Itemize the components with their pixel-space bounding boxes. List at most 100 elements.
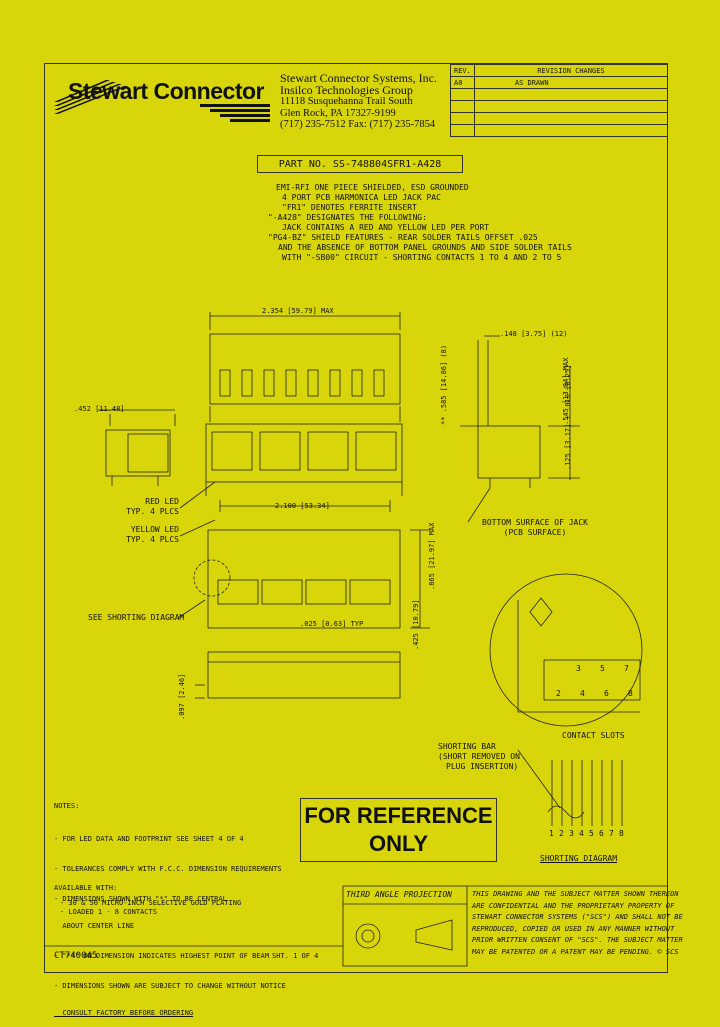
company-block: Stewart Connector Systems, Inc. Insilco …: [280, 71, 437, 131]
revision-row: A0 AS DRAWN: [450, 76, 669, 89]
note-item: - "**" ON DIMENSION INDICATES HIGHEST PO…: [54, 952, 269, 960]
dim-right-top: .148 [3.75] (12): [500, 330, 568, 338]
bottom-view: [193, 529, 430, 629]
note-item: ABOUT CENTER LINE: [54, 922, 135, 930]
drawing-number: CT740045: [54, 951, 98, 961]
description-line: "FR1" DENOTES FERRITE INSERT: [282, 203, 417, 212]
company-street: 11118 Susquehanna Trail South: [280, 96, 413, 107]
pin-number: 7: [609, 829, 614, 838]
contact-slots-label: CONTACT SLOTS: [562, 731, 625, 740]
shorting-bar-note2: PLUG INSERTION): [446, 762, 519, 771]
pin-number: 5: [589, 829, 594, 838]
available-block: AVAILABLE WITH: - 30 & 50 MICRO-INCH SEL…: [54, 884, 241, 917]
slot-number: 3: [576, 664, 581, 673]
confidential-line: STEWART CONNECTOR SYSTEMS ("SCS") AND SH…: [472, 913, 683, 921]
notes-title: NOTES:: [54, 802, 80, 810]
bottom-surface-sub: (PCB SURFACE): [503, 528, 567, 537]
dim-depth-max: .865 [21.97] MAX: [428, 522, 436, 590]
company-name: Stewart Connector Systems, Inc.: [280, 71, 437, 85]
note-item: - FOR LED DATA AND FOOTPRINT SEE SHEET 4…: [54, 835, 244, 843]
rear-view: [195, 651, 401, 699]
available-item: - 30 & 50 MICRO-INCH SELECTIVE GOLD PLAT…: [60, 899, 242, 907]
sheet-number: SHT. 1 OF 4: [272, 952, 319, 960]
contact-slots-detail: [489, 573, 643, 727]
slot-number: 8: [628, 689, 633, 698]
confidential-line: MAY BE PATENTED OR A PATENT MAY BE PENDI…: [472, 947, 679, 956]
company-city: Glen Rock, PA 17327-9199: [280, 107, 396, 119]
pin-number: 6: [599, 829, 604, 838]
shorting-diagram-lines: [517, 749, 623, 826]
logo: Stewart Connector: [50, 76, 278, 126]
note-item: - DIMENSIONS SHOWN WITH "*" TO BE CENTRA…: [54, 895, 227, 903]
description-line: "PG4-BZ" SHIELD FEATURES - REAR SOLDER T…: [268, 233, 538, 242]
top-view: [209, 312, 401, 405]
reference-line: FOR REFERENCE: [304, 803, 493, 828]
yellow-led-callout: YELLOW LED TYP. 4 PLCS: [126, 525, 179, 545]
front-view: [205, 406, 403, 512]
pin-number: 8: [619, 829, 624, 838]
red-led-callout: RED LED TYP. 4 PLCS: [126, 497, 179, 517]
slot-number: 5: [600, 664, 605, 673]
confidential-line: REPRODUCED, COPIED OR USED IN ANY MANNER…: [472, 924, 675, 933]
available-item: - LOADED 1 - 8 CONTACTS: [60, 908, 157, 916]
red-led-qty: TYP. 4 PLCS: [126, 507, 179, 516]
company-group: Insilco Technologies Group: [280, 82, 413, 97]
reference-stamp: FOR REFERENCE ONLY: [300, 798, 497, 862]
revision-row: [450, 112, 669, 125]
see-shorting-callout: SEE SHORTING DIAGRAM: [88, 613, 185, 622]
description-line: JACK CONTAINS A RED AND YELLOW LED PER P…: [282, 223, 490, 232]
contact-tab: [351, 369, 363, 397]
slot-number: 2: [556, 689, 561, 698]
dim-depth2: .425 [10.79]: [412, 599, 420, 650]
right-side-view: [460, 335, 580, 488]
revision-table: REV. REVISION CHANGES A0 AS DRAWN: [450, 64, 669, 137]
note-item: - TOLERANCES COMPLY WITH F.C.C. DIMENSIO…: [54, 865, 282, 873]
shorting-bar-label: SHORTING BAR: [438, 742, 496, 751]
confidential-line: PRIOR WRITTEN CONSENT OF "SCS". THE SUBJ…: [472, 936, 683, 944]
contact-tab: [373, 369, 385, 397]
dim-right-h3: .125 [3.17] ± .010 [0.25]: [564, 364, 572, 470]
part-number: PART NO. SS-748804SFR1-A428: [257, 155, 463, 173]
revision-header-row: REV. REVISION CHANGES: [450, 64, 669, 77]
company-phone: (717) 235-7512 Fax: (717) 235-7854: [280, 119, 436, 130]
dim-tail-pitch: .025 [0.63] TYP: [300, 620, 364, 628]
confidential-line: ARE CONFIDENTIAL AND THE PROPRIETARY PRO…: [472, 901, 675, 910]
contact-tab: [329, 369, 341, 397]
yellow-led-label: YELLOW LED: [130, 525, 179, 534]
logo-text: Stewart Connector: [68, 78, 264, 104]
slot-number: 4: [580, 689, 585, 698]
slot-number: 6: [604, 689, 609, 698]
pin-number: 3: [569, 829, 574, 838]
dim-side-depth: .452 [11.48]: [74, 405, 125, 413]
yellow-led-qty: TYP. 4 PLCS: [126, 535, 179, 544]
logo-stripes-icon: [54, 80, 270, 122]
pin-number: 1: [549, 829, 554, 838]
contact-tab: [263, 369, 275, 397]
left-side-view: [98, 409, 176, 486]
contact-tab: [307, 369, 319, 397]
contact-tab: [241, 369, 253, 397]
shorting-bar-callout: SHORTING BAR (SHORT REMOVED ON PLUG INSE…: [438, 742, 520, 772]
drawing-border: [44, 63, 668, 973]
description-line: WITH "-SB00" CIRCUIT - SHORTING CONTACTS…: [282, 253, 562, 262]
red-led-label: RED LED: [145, 497, 179, 506]
pin-number: 4: [579, 829, 584, 838]
confidential-line: THIS DRAWING AND THE SUBJECT MATTER SHOW…: [472, 890, 679, 898]
pin-number: 2: [559, 829, 564, 838]
description-line: 4 PORT PCB HARMONICA LED JACK PAC: [282, 193, 441, 202]
dim-right-h1: ** .585 [14.86] (8): [440, 344, 448, 425]
shorting-diagram-label: SHORTING DIAGRAM: [540, 854, 618, 863]
bottom-surface-label: BOTTOM SURFACE OF JACK: [482, 518, 588, 527]
reference-line: ONLY: [368, 831, 429, 856]
note-item: CONSULT FACTORY BEFORE ORDERING: [54, 1009, 194, 1017]
shorting-bar-note: (SHORT REMOVED ON: [438, 752, 520, 761]
projection-label: THIRD ANGLE PROJECTION: [346, 890, 452, 899]
available-title: AVAILABLE WITH:: [54, 884, 118, 892]
description-line: AND THE ABSENCE OF BOTTOM PANEL GROUNDS …: [278, 243, 572, 252]
contact-tab: [285, 369, 297, 397]
dim-tail-height: .097 [2.46]: [178, 673, 186, 720]
dim-pitch: 2.100 [53.34]: [275, 502, 330, 510]
dim-width-max: 2.354 [59.79] MAX: [262, 307, 334, 315]
note-item: - DIMENSIONS SHOWN ARE SUBJECT TO CHANGE…: [54, 982, 286, 990]
